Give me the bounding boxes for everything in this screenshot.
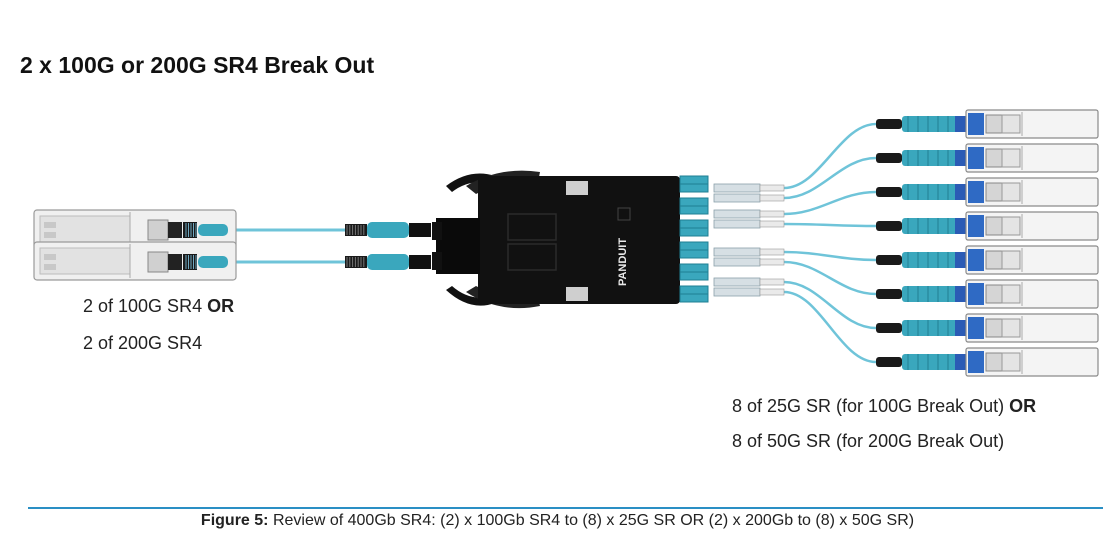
lc-duplex-connector-icon	[876, 252, 967, 268]
lc-connector-icon	[713, 277, 785, 287]
left-label-line1: 2 of 100G SR4 OR	[83, 296, 235, 316]
mpo-connector-icon	[183, 254, 228, 270]
sfp-transceiver	[965, 245, 1099, 275]
breakout-diagram: PANDUIT	[33, 109, 1099, 377]
cassette-module: PANDUIT	[432, 170, 709, 309]
qsfp-transceiver	[33, 241, 237, 281]
lc-duplex-connector-icon	[876, 320, 967, 336]
lc-duplex-connector-icon	[876, 116, 967, 132]
lc-duplex-connector-icon	[876, 218, 967, 234]
caption-divider	[28, 507, 1103, 509]
mpo-connector-icon	[183, 222, 228, 238]
sfp-transceiver	[965, 347, 1099, 377]
lc-connector-icon	[713, 193, 785, 203]
sfp-transceiver	[965, 109, 1099, 139]
lc-connector-icon	[713, 183, 785, 193]
panduit-cassette: PANDUIT	[432, 170, 709, 309]
panduit-logo: PANDUIT	[617, 238, 629, 286]
right-label-line1: 8 of 25G SR (for 100G Break Out) OR	[732, 396, 1037, 416]
lc-duplex-connector-icon	[876, 354, 967, 370]
lc-cable	[783, 260, 877, 296]
lc-duplex-connector-icon	[876, 184, 967, 200]
lc-cable	[783, 156, 877, 200]
sfp-transceiver	[965, 211, 1099, 241]
cables	[228, 122, 877, 364]
sfp-transceiver	[965, 313, 1099, 343]
lc-duplex-connector-icon	[876, 150, 967, 166]
lc-cable	[783, 190, 877, 216]
lc-cable	[783, 280, 877, 330]
sfp-transceiver	[965, 279, 1099, 309]
sfp-transceiver	[965, 177, 1099, 207]
sfp-group	[713, 109, 1099, 377]
mpo-connector-icon	[345, 222, 431, 238]
right-label-line2: 8 of 50G SR (for 200G Break Out)	[732, 431, 1005, 451]
lc-cable	[783, 290, 877, 364]
lc-connector-icon	[713, 287, 785, 297]
sfp-transceiver	[965, 143, 1099, 173]
lc-cable	[783, 250, 877, 262]
lc-cable	[783, 222, 877, 228]
left-label-line2: 2 of 200G SR4	[83, 333, 203, 353]
qsfp-transceiver	[33, 209, 237, 249]
lc-connector-icon	[713, 247, 785, 257]
lc-cable	[783, 122, 877, 190]
lc-connector-icon	[713, 209, 785, 219]
lc-connector-icon	[713, 257, 785, 267]
lc-duplex-connector-icon	[876, 286, 967, 302]
mpo-connector-icon	[345, 254, 431, 270]
qsfp-group	[33, 209, 431, 281]
page-title: 2 x 100G or 200G SR4 Break Out	[20, 52, 375, 78]
figure-caption: Figure 5: Review of 400Gb SR4: (2) x 100…	[200, 512, 915, 529]
lc-connector-icon	[713, 219, 785, 229]
